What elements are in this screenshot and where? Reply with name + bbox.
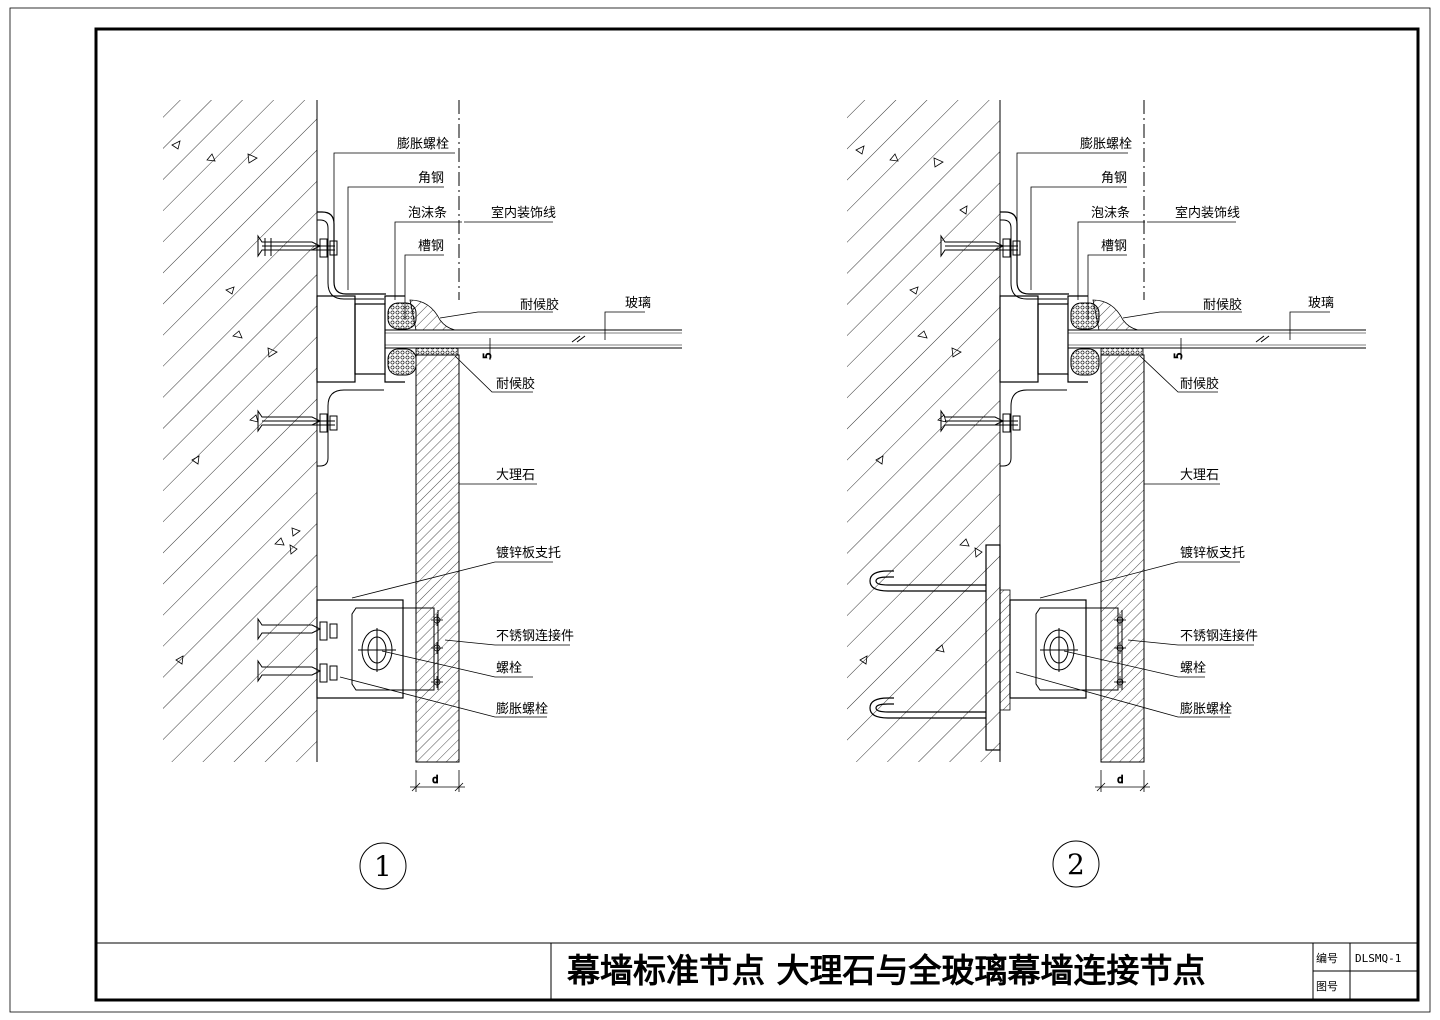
svg-text:d: d: [1117, 773, 1124, 786]
concrete-wall: [163, 100, 317, 762]
weather-sealant-upper: [409, 299, 456, 331]
drawing-title: 幕墙标准节点 大理石与全玻璃幕墙连接节点: [566, 951, 1206, 990]
angle-steel-lower: [317, 389, 384, 467]
aggregate-marks: [171, 140, 301, 665]
channel-steel: [316, 295, 405, 383]
detail-number: 1: [374, 850, 392, 883]
galvanized-bracket: [1009, 599, 1087, 699]
label-channel-steel: 槽钢: [418, 239, 444, 254]
angle-steel-lower: [1000, 389, 1067, 467]
label-expansion-bolt-top: 膨胀螺栓: [1080, 137, 1132, 152]
weld-seam: [999, 589, 1011, 711]
glass-pane: [385, 329, 682, 349]
label-stainless-connector: 不锈钢连接件: [496, 628, 574, 644]
label-galvanized-bracket: 镀锌板支托: [496, 545, 561, 561]
angle-steel-upper: [1000, 211, 1069, 295]
channel-steel: [999, 295, 1088, 383]
inner-frame: [94, 27, 1420, 1002]
bolt-head: [1040, 628, 1078, 672]
sheet-label: 图号: [1316, 980, 1338, 993]
label-glass: 玻璃: [1308, 296, 1334, 311]
label-weather-sealant-top: 耐候胶: [520, 297, 559, 313]
marble-panel: [1100, 354, 1145, 763]
expansion-bolt-lower: [257, 617, 338, 683]
label-marble: 大理石: [1180, 468, 1219, 483]
weather-sealant-lower: [1100, 347, 1144, 356]
label-expansion-bolt-bottom: 膨胀螺栓: [496, 702, 548, 717]
marble-panel: [415, 354, 460, 763]
label-marble: 大理石: [496, 468, 535, 483]
label-bolt: 螺栓: [496, 661, 522, 676]
thickness-dimension: d: [410, 770, 465, 792]
thickness-dimension: d: [1095, 770, 1150, 792]
foam-strip-lower: [387, 348, 417, 376]
label-channel-steel: 槽钢: [1101, 239, 1127, 254]
concrete-wall: [847, 100, 1000, 762]
label-expansion-bolt-bottom: 膨胀螺栓: [1180, 702, 1232, 717]
label-angle-steel: 角钢: [418, 171, 444, 186]
label-weather-sealant-bottom: 耐候胶: [496, 376, 535, 392]
detail-number: 2: [1067, 848, 1085, 881]
angle-steel-upper: [317, 211, 386, 295]
label-stainless-connector: 不锈钢连接件: [1180, 628, 1258, 644]
svg-text:5: 5: [481, 352, 494, 359]
weather-sealant-lower: [415, 347, 459, 356]
weather-sealant-upper: [1092, 299, 1139, 331]
leader-lines: [1015, 152, 1330, 718]
svg-text:5: 5: [1172, 352, 1185, 359]
code-label: 编号: [1316, 951, 1338, 965]
label-foam-strip: 泡沫条: [408, 205, 447, 221]
title-block: 幕墙标准节点 大理石与全玻璃幕墙连接节点 编号 图号 DLSMQ-1: [96, 942, 1418, 1000]
connector-bolt-marks: [1114, 614, 1126, 688]
detail-1: 5: [163, 100, 682, 890]
label-interior-trim: 室内装饰线: [1175, 205, 1240, 221]
svg-text:d: d: [432, 773, 439, 786]
drawing-code: DLSMQ-1: [1355, 952, 1401, 965]
expansion-bolt-upper: [940, 234, 1021, 258]
connector-bolt-marks: [431, 614, 443, 688]
gap-dimension: 5: [478, 338, 502, 360]
bolt-head: [358, 628, 396, 672]
foam-strip-lower: [1070, 348, 1100, 376]
galvanized-bracket: [316, 599, 404, 699]
expansion-bolt-upper: [257, 234, 338, 258]
detail-number-circle: [1052, 840, 1100, 888]
label-interior-trim: 室内装饰线: [491, 205, 556, 221]
stainless-connector: [351, 607, 439, 691]
label-weather-sealant-bottom: 耐候胶: [1180, 376, 1219, 392]
label-foam-strip: 泡沫条: [1091, 205, 1130, 221]
label-expansion-bolt-top: 膨胀螺栓: [397, 137, 449, 152]
detail-2: 5: [847, 100, 1366, 888]
label-galvanized-bracket: 镀锌板支托: [1180, 545, 1245, 561]
label-bolt: 螺栓: [1180, 661, 1206, 676]
glass-pane: [1068, 329, 1366, 349]
outer-sheet-border: [9, 7, 1431, 1013]
detail-number-circle: [359, 842, 407, 890]
label-angle-steel: 角钢: [1101, 171, 1127, 186]
gap-dimension: 5: [1169, 338, 1193, 360]
expansion-bolt-middle: [940, 409, 1021, 433]
expansion-bolt-middle: [257, 409, 338, 433]
label-weather-sealant-top: 耐候胶: [1203, 297, 1242, 313]
leader-lines: [333, 152, 645, 718]
label-glass: 玻璃: [625, 296, 651, 311]
